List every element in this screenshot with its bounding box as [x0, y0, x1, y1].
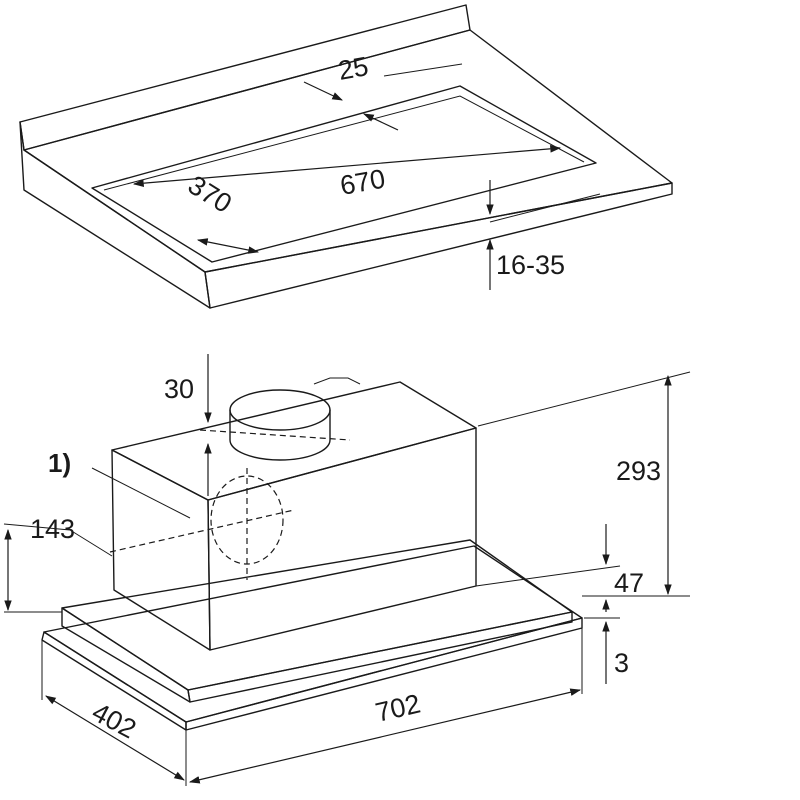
duct-collar-body [229, 409, 331, 461]
duct-axis [199, 429, 351, 441]
backsplash-front [19, 4, 471, 151]
dim-ext-143-top [3, 523, 71, 531]
dim-line-25-right [363, 113, 399, 131]
hood-lower-frame-front [187, 611, 573, 703]
hood-drawing: 1) 30 293 47 3 143 702 402 [3, 354, 691, 786]
dim-label-1635: 16-35 [496, 250, 565, 280]
countertop-drawing: 25 670 370 16-35 [19, 4, 673, 309]
dim-ext-47-top [475, 565, 621, 587]
dim-label-25: 25 [336, 51, 371, 86]
countertop-side-edge [19, 121, 211, 309]
hood-box-top [111, 381, 477, 501]
hood-box-front [207, 427, 477, 651]
dim-label-143: 143 [30, 514, 75, 544]
dim-label-47: 47 [614, 568, 644, 598]
dim-line-702 [188, 688, 582, 784]
dim-label-402: 402 [87, 697, 141, 745]
dim-ext-1635 [489, 193, 601, 223]
dim-label-370: 370 [183, 170, 237, 219]
dim-label-293: 293 [616, 456, 661, 486]
dim-label-3: 3 [614, 648, 629, 678]
dim-ext-25 [383, 63, 463, 77]
hood-bottom-plate [43, 545, 583, 723]
dim-ext-143-leader [69, 529, 113, 557]
callout-leader [91, 467, 191, 519]
dim-label-30: 30 [164, 374, 194, 404]
dim-ext-293-top [477, 371, 691, 427]
dim-label-702: 702 [373, 688, 424, 727]
dim-line-25-left [303, 81, 343, 101]
callout-label: 1) [48, 448, 71, 478]
dim-line-402 [45, 695, 185, 781]
cutout-opening [91, 85, 597, 263]
hood-box-side [111, 449, 211, 651]
motor-detail [313, 377, 361, 385]
dim-label-670: 670 [338, 164, 388, 201]
dim-line-370 [196, 238, 260, 254]
rear-outlet-axis-h [109, 509, 295, 553]
dim-line-670 [132, 145, 562, 187]
hood-lower-frame [61, 539, 573, 691]
